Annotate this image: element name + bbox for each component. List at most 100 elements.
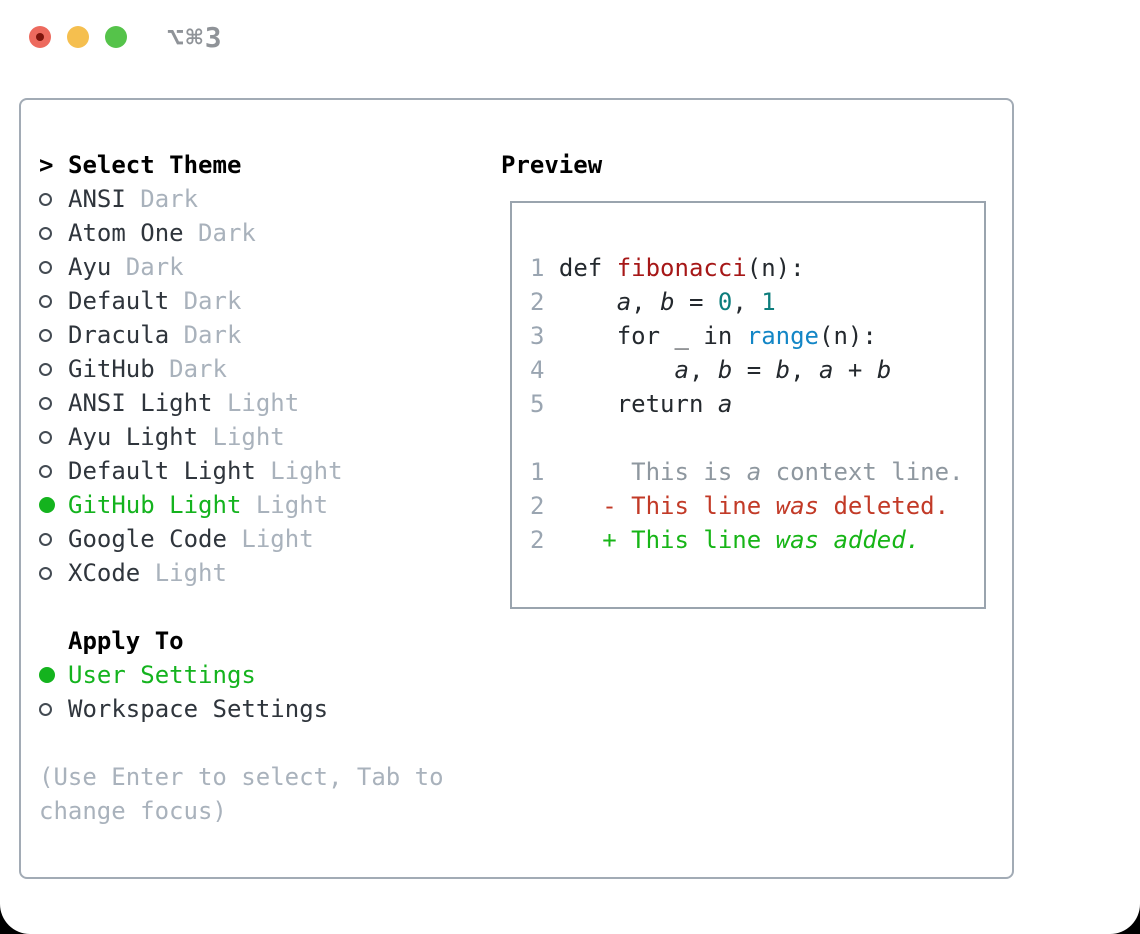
code-token: +	[833, 356, 877, 384]
theme-option-ayu-light[interactable]: Ayu Light Light	[39, 420, 473, 454]
theme-option-ayu[interactable]: Ayu Dark	[39, 250, 473, 284]
theme-variant: Dark	[183, 219, 256, 247]
theme-option-github-light[interactable]: GitHub Light Light	[39, 488, 473, 522]
preview-line: 3 for _ in range(n):	[530, 319, 984, 353]
theme-option-atom-one[interactable]: Atom One Dark	[39, 216, 473, 250]
code-token: + This line	[558, 526, 776, 554]
code-token: - This line	[558, 492, 776, 520]
preview-line: 1 def fibonacci(n):	[530, 251, 984, 285]
radio-unselected-icon	[39, 464, 52, 478]
code-token: context line.	[761, 458, 964, 486]
preview-line: 2 + This line was added.	[530, 523, 984, 557]
code-token: a	[819, 356, 834, 384]
radio-unselected-icon	[39, 260, 52, 274]
code-token: ,	[790, 356, 820, 384]
code-token: ,	[688, 356, 718, 384]
select-theme-header-row: > Select Theme	[39, 148, 473, 182]
code-token: 1	[761, 288, 776, 316]
theme-variant: Light	[140, 559, 227, 587]
section-spacer	[39, 590, 473, 624]
theme-name: Ayu	[68, 253, 112, 281]
radio-selected-icon	[39, 667, 55, 683]
window-titlebar: ⌥⌘3	[0, 0, 1140, 98]
code-token	[559, 356, 675, 384]
theme-option-ansi-light[interactable]: ANSI Light Light	[39, 386, 473, 420]
prompt-icon: >	[39, 151, 54, 179]
code-token: for _ in	[558, 322, 747, 350]
preview-line: 2 a, b = 0, 1	[530, 285, 984, 319]
section-spacer-2	[39, 726, 473, 760]
code-token: was added.	[775, 526, 921, 554]
theme-variant: Dark	[125, 185, 199, 213]
code-token: =	[732, 356, 776, 384]
theme-variant: Dark	[169, 287, 242, 315]
line-number: 2	[530, 492, 559, 520]
line-number: 5	[530, 390, 559, 418]
apply-option-workspace-settings[interactable]: Workspace Settings	[39, 692, 473, 726]
radio-unselected-icon	[39, 362, 52, 376]
theme-name: Dracula	[68, 321, 170, 349]
theme-name: GitHub Light	[68, 491, 242, 519]
apply-option-label: Workspace Settings	[68, 695, 329, 723]
code-token: was	[775, 492, 820, 520]
theme-option-google-code[interactable]: Google Code Light	[39, 522, 473, 556]
apply-option-label: User Settings	[68, 661, 256, 689]
theme-name: Ayu Light	[68, 423, 199, 451]
radio-unselected-icon	[39, 396, 52, 410]
code-token: a	[616, 288, 632, 316]
theme-option-xcode[interactable]: XCode Light	[39, 556, 473, 590]
theme-variant: Light	[241, 491, 329, 519]
radio-unselected-icon	[39, 226, 52, 240]
minimize-button-icon[interactable]	[67, 26, 89, 48]
theme-name: Default Light	[68, 457, 256, 485]
code-token: fibonacci	[616, 254, 747, 282]
code-token: range	[746, 322, 819, 350]
theme-variant: Light	[198, 423, 285, 451]
theme-name: Atom One	[68, 219, 184, 247]
preview-header: Preview	[501, 151, 603, 179]
line-number: 1	[530, 254, 559, 282]
code-token: deleted.	[819, 492, 950, 520]
apply-to-header: Apply To	[68, 627, 184, 655]
radio-unselected-icon	[39, 328, 52, 342]
theme-option-github[interactable]: GitHub Dark	[39, 352, 473, 386]
theme-name: XCode	[68, 559, 141, 587]
preview-line: 4 a, b = b, a + b	[530, 353, 984, 387]
theme-option-default[interactable]: Default Dark	[39, 284, 473, 318]
theme-variant: Dark	[111, 253, 184, 281]
radio-unselected-icon	[39, 294, 52, 308]
theme-variant: Light	[226, 525, 314, 553]
code-token: a	[746, 458, 762, 486]
code-token: ,	[732, 288, 762, 316]
window-title: ⌥⌘3	[167, 21, 224, 54]
theme-variant: Light	[212, 389, 300, 417]
close-button-icon[interactable]	[29, 26, 51, 48]
theme-option-ansi[interactable]: ANSI Dark	[39, 182, 473, 216]
apply-to-header-row: Apply To	[39, 624, 473, 658]
code-token: def	[558, 254, 617, 282]
theme-name: Default	[68, 287, 170, 315]
radio-unselected-icon	[39, 532, 52, 546]
code-token: b	[775, 356, 791, 384]
theme-option-dracula[interactable]: Dracula Dark	[39, 318, 473, 352]
zoom-button-icon[interactable]	[105, 26, 127, 48]
line-number: 4	[530, 356, 559, 384]
line-number: 2	[530, 526, 559, 554]
preview-line: 1 This is a context line.	[530, 455, 984, 489]
radio-unselected-icon	[39, 702, 52, 716]
theme-name: Google Code	[68, 525, 227, 553]
theme-variant: Dark	[154, 355, 227, 383]
select-theme-header: Select Theme	[68, 151, 242, 179]
apply-option-user-settings[interactable]: User Settings	[39, 658, 473, 692]
theme-option-default-light[interactable]: Default Light Light	[39, 454, 473, 488]
code-token: b	[717, 356, 733, 384]
preview-line: 2 - This line was deleted.	[530, 489, 984, 523]
code-token: a	[717, 390, 733, 418]
line-number: 1	[530, 458, 559, 486]
theme-name: ANSI Light	[68, 389, 213, 417]
code-token: b	[876, 356, 892, 384]
